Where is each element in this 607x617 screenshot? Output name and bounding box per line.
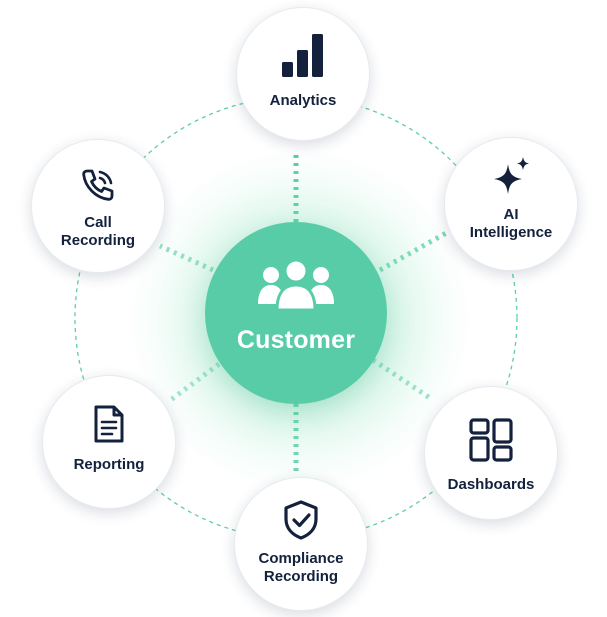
node-ai-intelligence[interactable]: AI Intelligence <box>444 137 578 271</box>
node-label-analytics: Analytics <box>269 92 337 109</box>
compliance-line-2: Recording <box>263 568 339 585</box>
node-dashboards[interactable]: Dashboards <box>424 386 558 520</box>
phone-call-icon <box>82 169 114 201</box>
node-reporting[interactable]: Reporting <box>42 375 176 509</box>
compliance-line-1: Compliance <box>258 550 344 567</box>
node-label-compliance-recording: Compliance Recording <box>241 550 361 586</box>
node-label-reporting: Reporting <box>73 456 145 473</box>
node-compliance-recording[interactable]: Compliance Recording <box>234 477 368 611</box>
customer-hub[interactable]: Customer <box>205 222 387 404</box>
call-recording-line-2: Recording <box>60 232 136 249</box>
document-icon <box>94 405 124 443</box>
customer-label: Customer <box>236 326 356 354</box>
ai-intelligence-line-2: Intelligence <box>469 224 553 241</box>
bar-chart-icon <box>282 34 323 77</box>
node-analytics[interactable]: Analytics <box>236 7 370 141</box>
dashboard-grid-icon <box>469 418 513 462</box>
node-label-ai-intelligence: AI Intelligence <box>451 206 571 242</box>
sparkles-icon <box>494 157 529 194</box>
node-call-recording[interactable]: Call Recording <box>31 139 165 273</box>
ai-intelligence-line-1: AI <box>503 206 519 223</box>
node-label-dashboards: Dashboards <box>447 476 535 493</box>
call-recording-line-1: Call <box>84 214 112 231</box>
node-label-call-recording: Call Recording <box>38 214 158 250</box>
users-icon <box>258 258 334 312</box>
shield-check-icon <box>284 500 318 540</box>
